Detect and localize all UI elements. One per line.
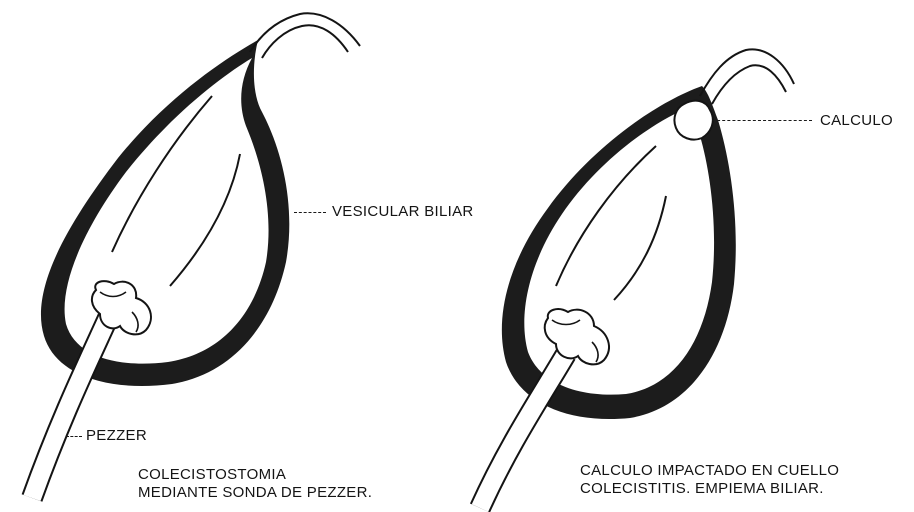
right-caption-line1: CALCULO IMPACTADO EN CUELLO	[580, 462, 839, 479]
label-calculo: CALCULO	[820, 112, 893, 129]
right-caption-line2: COLECISTITIS. EMPIEMA BILIAR.	[580, 480, 824, 497]
right-cystic-duct	[700, 49, 794, 96]
label-vesicula-biliar: VESICULAR BILIAR	[332, 203, 474, 220]
left-caption-line2: MEDIANTE SONDA DE PEZZER.	[138, 484, 372, 501]
leader-calculo	[712, 120, 812, 121]
leader-pezzer	[66, 436, 82, 437]
right-impacted-stone	[674, 101, 712, 140]
left-gallbladder	[32, 13, 360, 498]
right-gallbladder	[480, 49, 794, 508]
leader-vesicula	[294, 212, 326, 213]
label-pezzer: PEZZER	[86, 427, 147, 444]
left-caption-line1: COLECISTOSTOMIA	[138, 466, 286, 483]
